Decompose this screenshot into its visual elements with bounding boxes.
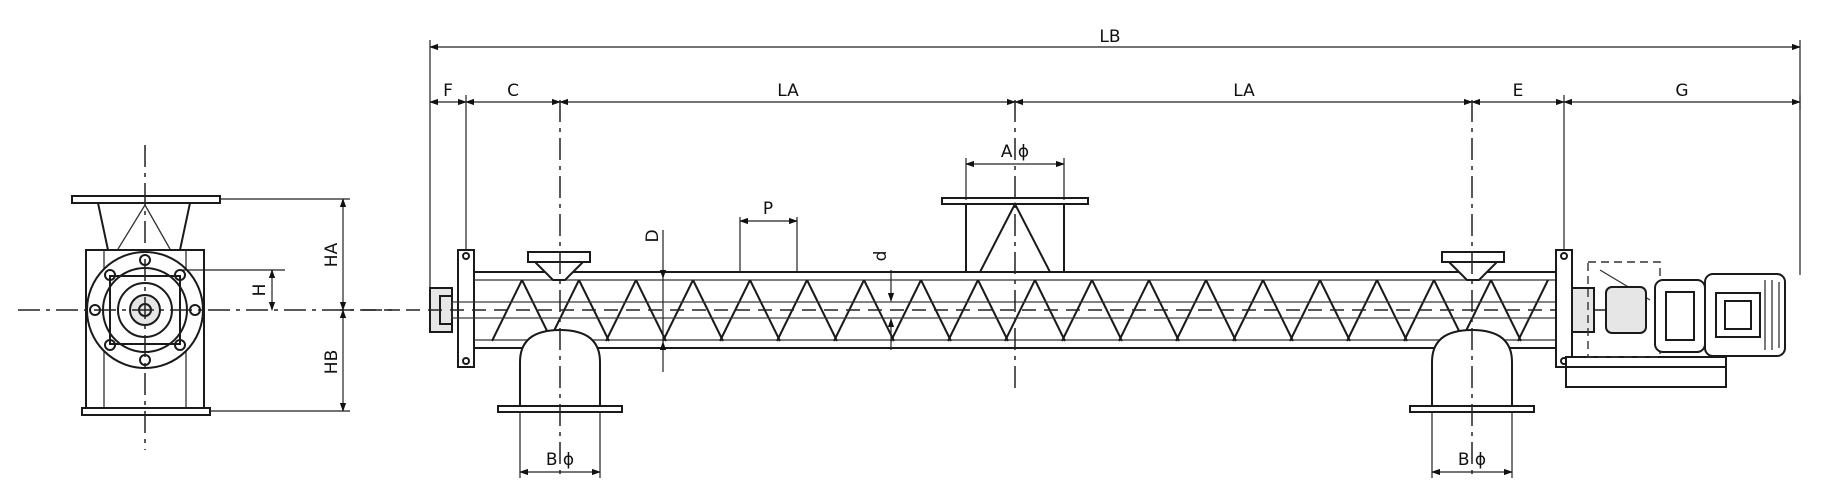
dim-f-label: F — [443, 81, 453, 101]
dim-h-label: H — [250, 284, 270, 297]
dim-la-right-label: LA — [1233, 81, 1255, 101]
dim-b-phi-left-label: B ϕ — [546, 450, 574, 470]
coupling — [1605, 286, 1647, 334]
gear-reducer — [1654, 279, 1706, 353]
dim-b-phi-right-label: B ϕ — [1458, 450, 1486, 470]
drive-base — [1565, 356, 1727, 388]
side-view — [340, 100, 1786, 475]
head-bearing — [1571, 287, 1595, 333]
dim-g-label: G — [1675, 81, 1688, 101]
dim-c-label: C — [507, 81, 519, 101]
inlet-right — [1441, 251, 1505, 263]
inlet-left — [527, 251, 591, 263]
dim-p-label: P — [763, 199, 773, 219]
end-view: H HA HB — [18, 145, 400, 450]
dim-d-small-label: d — [871, 251, 891, 262]
head-end-plate — [1555, 249, 1573, 368]
dim-hb-label: HB — [322, 350, 342, 374]
dim-e-label: E — [1513, 81, 1524, 101]
dim-d-label: D — [643, 229, 663, 242]
dim-ha-label: HA — [322, 242, 342, 267]
end-view-top-flange — [71, 195, 221, 204]
dim-la-left-label: LA — [777, 81, 799, 101]
dim-a-phi-label: A ϕ — [1001, 142, 1029, 162]
dimensions: LB F C LA LA E G A ϕ P D d — [429, 27, 1801, 478]
tail-end-plate — [457, 249, 475, 368]
end-view-bottom-flange — [81, 407, 211, 416]
end-view-hopper — [96, 202, 192, 251]
dim-lb-label: LB — [1099, 27, 1120, 47]
